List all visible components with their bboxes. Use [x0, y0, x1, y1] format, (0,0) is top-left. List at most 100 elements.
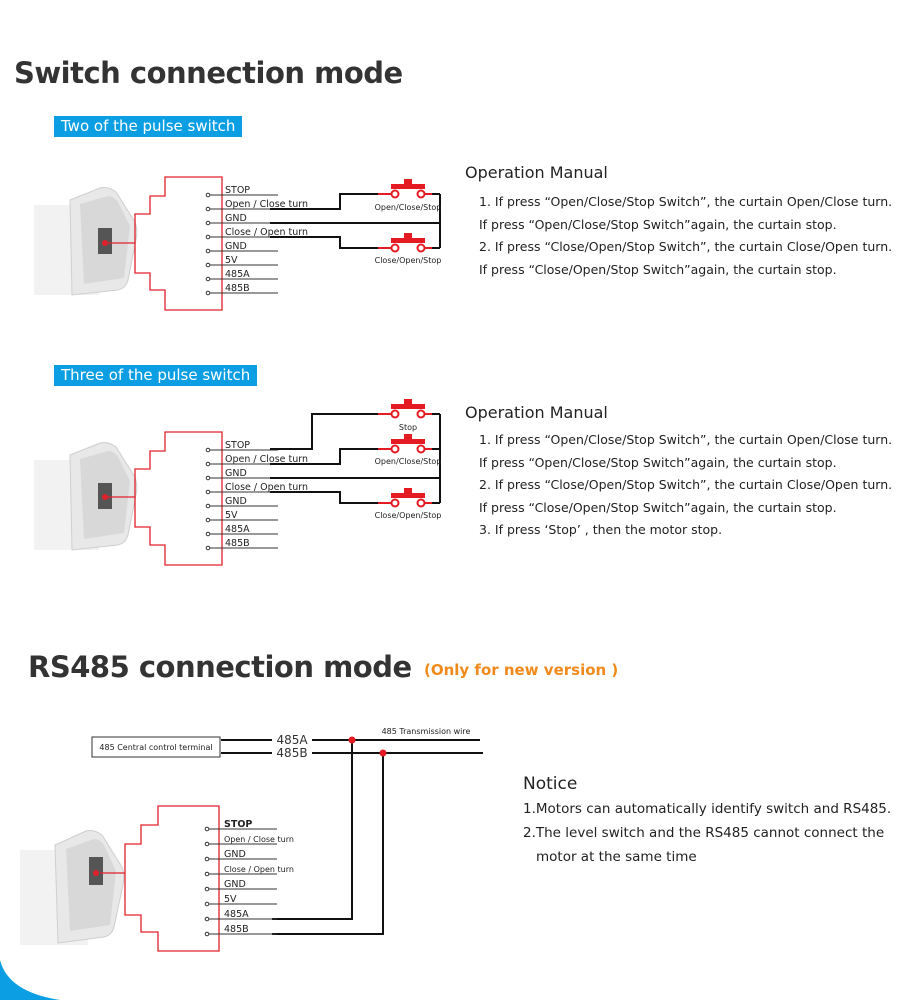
pin-dot	[205, 461, 211, 467]
junction-dot-b	[379, 749, 387, 757]
manual-line: If press “Open/Close/Stop Switch”again, …	[479, 454, 837, 470]
terminal-pin: 485B	[205, 538, 278, 551]
switch-close-open-stop	[378, 488, 432, 508]
manual-line: If press “Close/Open/Stop Switch”again, …	[479, 499, 837, 515]
terminal-pin: Open / Close turn	[205, 454, 308, 467]
terminal-pin: Open / Close turn	[204, 835, 294, 847]
terminal-pin: 485B	[205, 283, 278, 296]
terminal-label: Close / Open turn	[224, 865, 294, 874]
pin-dot	[205, 503, 211, 509]
terminal-pin: 5V	[205, 510, 278, 523]
rs485-subtitle: (Only for new version )	[424, 661, 619, 679]
switch-label: Close/Open/Stop	[375, 256, 442, 265]
pin-dot	[205, 262, 211, 268]
switch-close-open-stop	[378, 233, 432, 253]
manual-line: 2. If press “Close/Open/Stop Switch”, th…	[479, 239, 893, 254]
connector-outline	[100, 805, 220, 952]
terminal-label: GND	[224, 879, 246, 890]
manual-list: 1. If press “Open/Close/Stop Switch”, th…	[479, 191, 892, 281]
notice-line: 1.Motors can automatically identify swit…	[523, 801, 892, 817]
terminal-label: Open / Close turn	[225, 199, 308, 210]
terminal-pin: GND	[205, 241, 278, 254]
pin-dot	[205, 290, 211, 296]
switch-stop	[378, 399, 432, 419]
pin-dot	[205, 248, 211, 254]
terminal-label: 5V	[225, 510, 238, 521]
motor-image	[34, 187, 138, 296]
motor-image	[20, 830, 125, 945]
terminal-label: STOP	[225, 440, 250, 451]
terminal-label: 5V	[225, 255, 238, 266]
manual-line: 3. If press ‘Stop’ , then the motor stop…	[479, 522, 723, 537]
switch-label: Open/Close/Stop	[375, 457, 442, 466]
pin-dot	[204, 886, 210, 892]
terminal-label: GND	[225, 213, 247, 224]
terminal-pin: 5V	[204, 894, 277, 907]
terminal-label: 485B	[225, 538, 250, 549]
pin-dot	[205, 531, 211, 537]
junction-dot-a	[348, 736, 356, 744]
central-control-terminal-label: 485 Central control terminal	[99, 743, 212, 752]
pin-dot	[205, 192, 211, 198]
terminal-label: GND	[224, 849, 246, 860]
terminal-pin: STOP	[205, 185, 278, 198]
switch-label: Open/Close/Stop	[375, 203, 442, 212]
terminal-pin: 485A	[205, 269, 278, 282]
notice-line: 2.The level switch and the RS485 cannot …	[523, 825, 885, 841]
connector-dot	[102, 494, 108, 500]
notice-title: Notice	[523, 774, 578, 794]
manual-list: 1. If press “Open/Close/Stop Switch”, th…	[479, 429, 892, 542]
wires	[270, 413, 441, 504]
terminal-label: Close / Open turn	[225, 227, 308, 238]
terminal-pin: STOP	[205, 440, 278, 453]
pin-dot	[204, 931, 210, 937]
terminal-label: 485B	[225, 283, 250, 294]
line-a-label: 485A	[276, 733, 308, 747]
wiring-diagram-rs485: 485 Central control terminal 485A 485B 4…	[20, 727, 483, 952]
pin-dot	[205, 475, 211, 481]
manual-line: 1. If press “Open/Close/Stop Switch”, th…	[479, 432, 893, 447]
terminal-label: 485A	[224, 909, 249, 920]
pin-dot	[205, 234, 211, 240]
terminal-pin: Open / Close turn	[205, 199, 308, 212]
section-title-switch: Switch connection mode	[14, 56, 403, 90]
pin-dot	[205, 489, 211, 495]
terminal-pin: Close / Open turn	[205, 227, 308, 240]
terminal-pin: STOP	[204, 819, 277, 832]
pin-dot	[205, 276, 211, 282]
pin-dot	[204, 826, 210, 832]
terminal-pin: Close / Open turn	[204, 865, 294, 877]
terminal-pin: 485A	[204, 909, 277, 922]
terminal-label: GND	[225, 496, 247, 507]
badge-two-pulse: Two of the pulse switch	[54, 116, 243, 137]
manual-line: If press “Close/Open/Stop Switch”again, …	[479, 261, 837, 277]
terminal-pin: GND	[204, 879, 277, 892]
terminal-pin: GND	[205, 468, 278, 481]
pin-dot	[205, 220, 211, 226]
terminal-label: 485A	[225, 524, 250, 535]
motor-image	[34, 442, 138, 551]
line-b-label: 485B	[276, 746, 307, 760]
manual-title: Operation Manual	[465, 403, 608, 422]
manual-title: Operation Manual	[465, 163, 608, 182]
terminal-label: Close / Open turn	[225, 482, 308, 493]
terminal-pin: 485A	[205, 524, 278, 537]
terminal-pin: 485B	[204, 924, 277, 937]
bus-label: 485 Transmission wire	[382, 727, 471, 736]
connector-dot	[93, 870, 99, 876]
section-title-rs485: RS485 connection mode	[28, 650, 412, 684]
terminal-pin: 5V	[205, 255, 278, 268]
terminal-pin: Close / Open turn	[205, 482, 308, 495]
terminal-label: Open / Close turn	[225, 454, 308, 465]
notice-line: motor at the same time	[536, 849, 697, 865]
pin-dot	[204, 901, 210, 907]
bus-wires	[221, 739, 483, 935]
connector-outline	[108, 176, 223, 311]
wires	[270, 193, 441, 249]
terminal-label: STOP	[224, 819, 252, 830]
terminal-pin: GND	[204, 849, 277, 862]
switch-label: Stop	[399, 423, 417, 432]
pin-dot	[205, 206, 211, 212]
